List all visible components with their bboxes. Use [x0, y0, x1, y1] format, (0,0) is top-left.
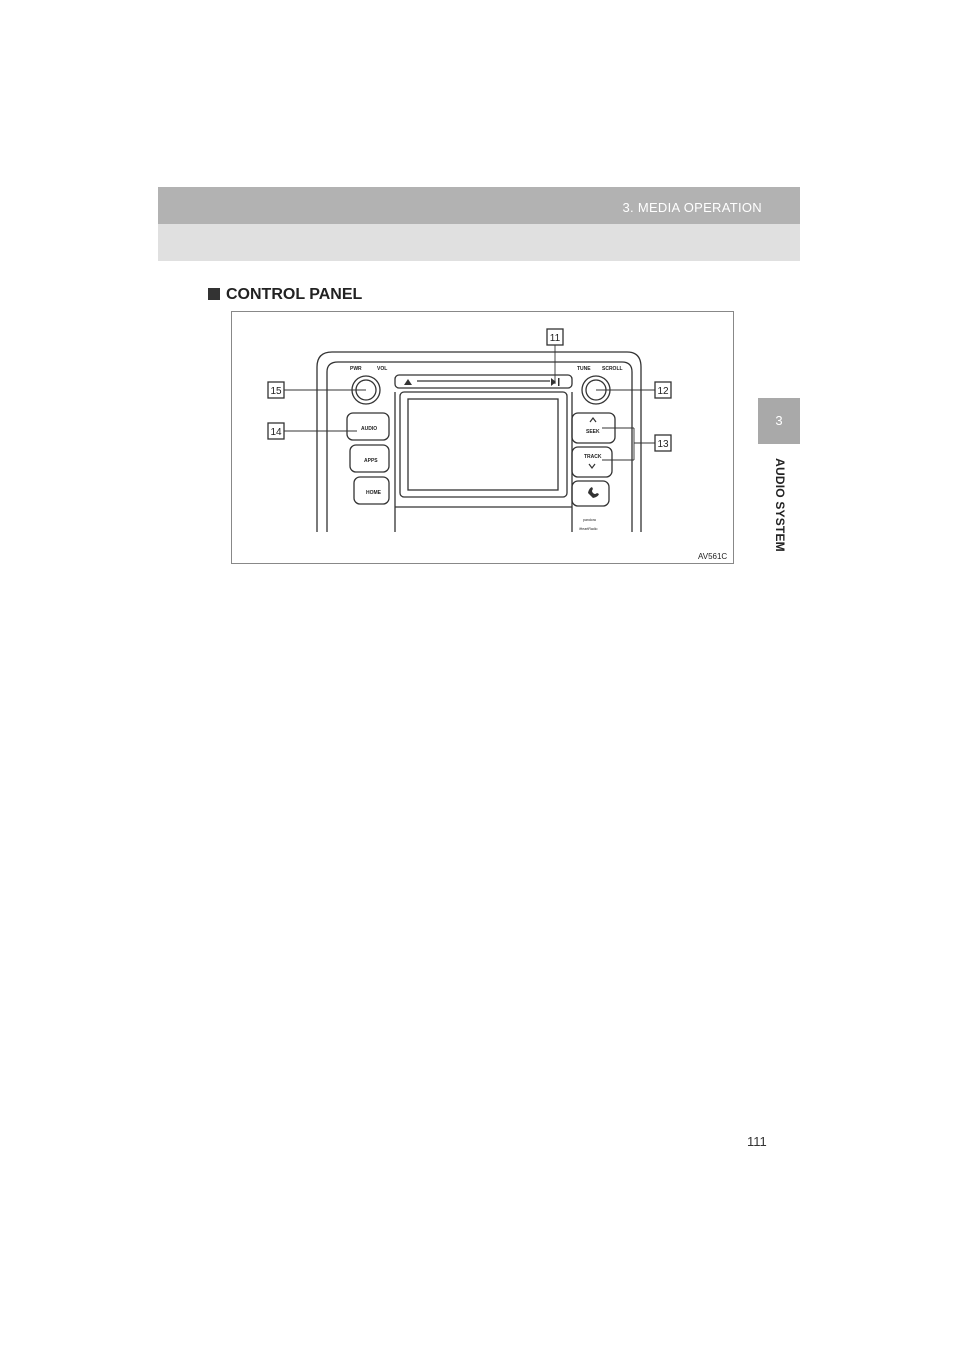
audio-button	[346, 412, 390, 441]
figure-code: AV561C	[698, 552, 727, 561]
callout-11: 11	[550, 333, 561, 344]
chapter-tab-number: 3	[758, 398, 800, 444]
chapter-tab-label-text: AUDIO SYSTEM	[773, 458, 787, 552]
pandora-logo-text: pandora	[583, 518, 596, 522]
disc-slot-bar	[394, 374, 573, 389]
play-pause-icon	[551, 378, 556, 386]
section-heading: CONTROL PANEL	[208, 286, 362, 304]
chapter-title: 3. MEDIA OPERATION	[622, 200, 762, 215]
control-panel-illustration: PWR VOL TUNE SCROLL AUDIO APPS HOME SEEK…	[267, 328, 727, 561]
audio-label: AUDIO	[361, 426, 377, 432]
header-bar: 3. MEDIA OPERATION	[158, 187, 800, 224]
callout-14: 14	[270, 427, 282, 438]
bezel-inner-outline	[326, 361, 633, 532]
square-bullet-icon	[208, 288, 220, 300]
bezel-outer-outline	[316, 351, 642, 532]
section-title: CONTROL PANEL	[226, 286, 363, 303]
iheartradio-logo-text: iHeartRadio	[579, 527, 598, 531]
seek-up-icon	[589, 417, 597, 423]
track-down-icon	[588, 463, 596, 469]
chapter-tab-label: AUDIO SYSTEM	[771, 450, 789, 560]
callout-13: 13	[657, 439, 669, 450]
track-label: TRACK	[584, 454, 602, 460]
pwr-label: PWR	[350, 366, 362, 372]
vol-label: VOL	[377, 366, 387, 372]
tune-label: TUNE	[577, 366, 591, 372]
play-pause-bar-icon	[558, 378, 560, 386]
seek-label: SEEK	[586, 429, 600, 435]
track-button	[571, 446, 613, 478]
scroll-label: SCROLL	[602, 366, 623, 372]
callout-15: 15	[270, 386, 282, 397]
screen-frame	[399, 391, 568, 498]
touch-screen	[407, 398, 559, 491]
eject-icon	[404, 379, 412, 385]
home-label: HOME	[366, 490, 382, 496]
page-number: 111	[747, 1134, 767, 1149]
header-subbar	[158, 224, 800, 261]
phone-icon	[588, 487, 599, 498]
control-panel-figure: PWR VOL TUNE SCROLL AUDIO APPS HOME SEEK…	[231, 311, 734, 564]
phone-button	[571, 480, 610, 507]
home-button	[353, 476, 390, 505]
apps-label: APPS	[364, 458, 378, 464]
callout-12: 12	[657, 386, 669, 397]
apps-button	[349, 444, 390, 473]
